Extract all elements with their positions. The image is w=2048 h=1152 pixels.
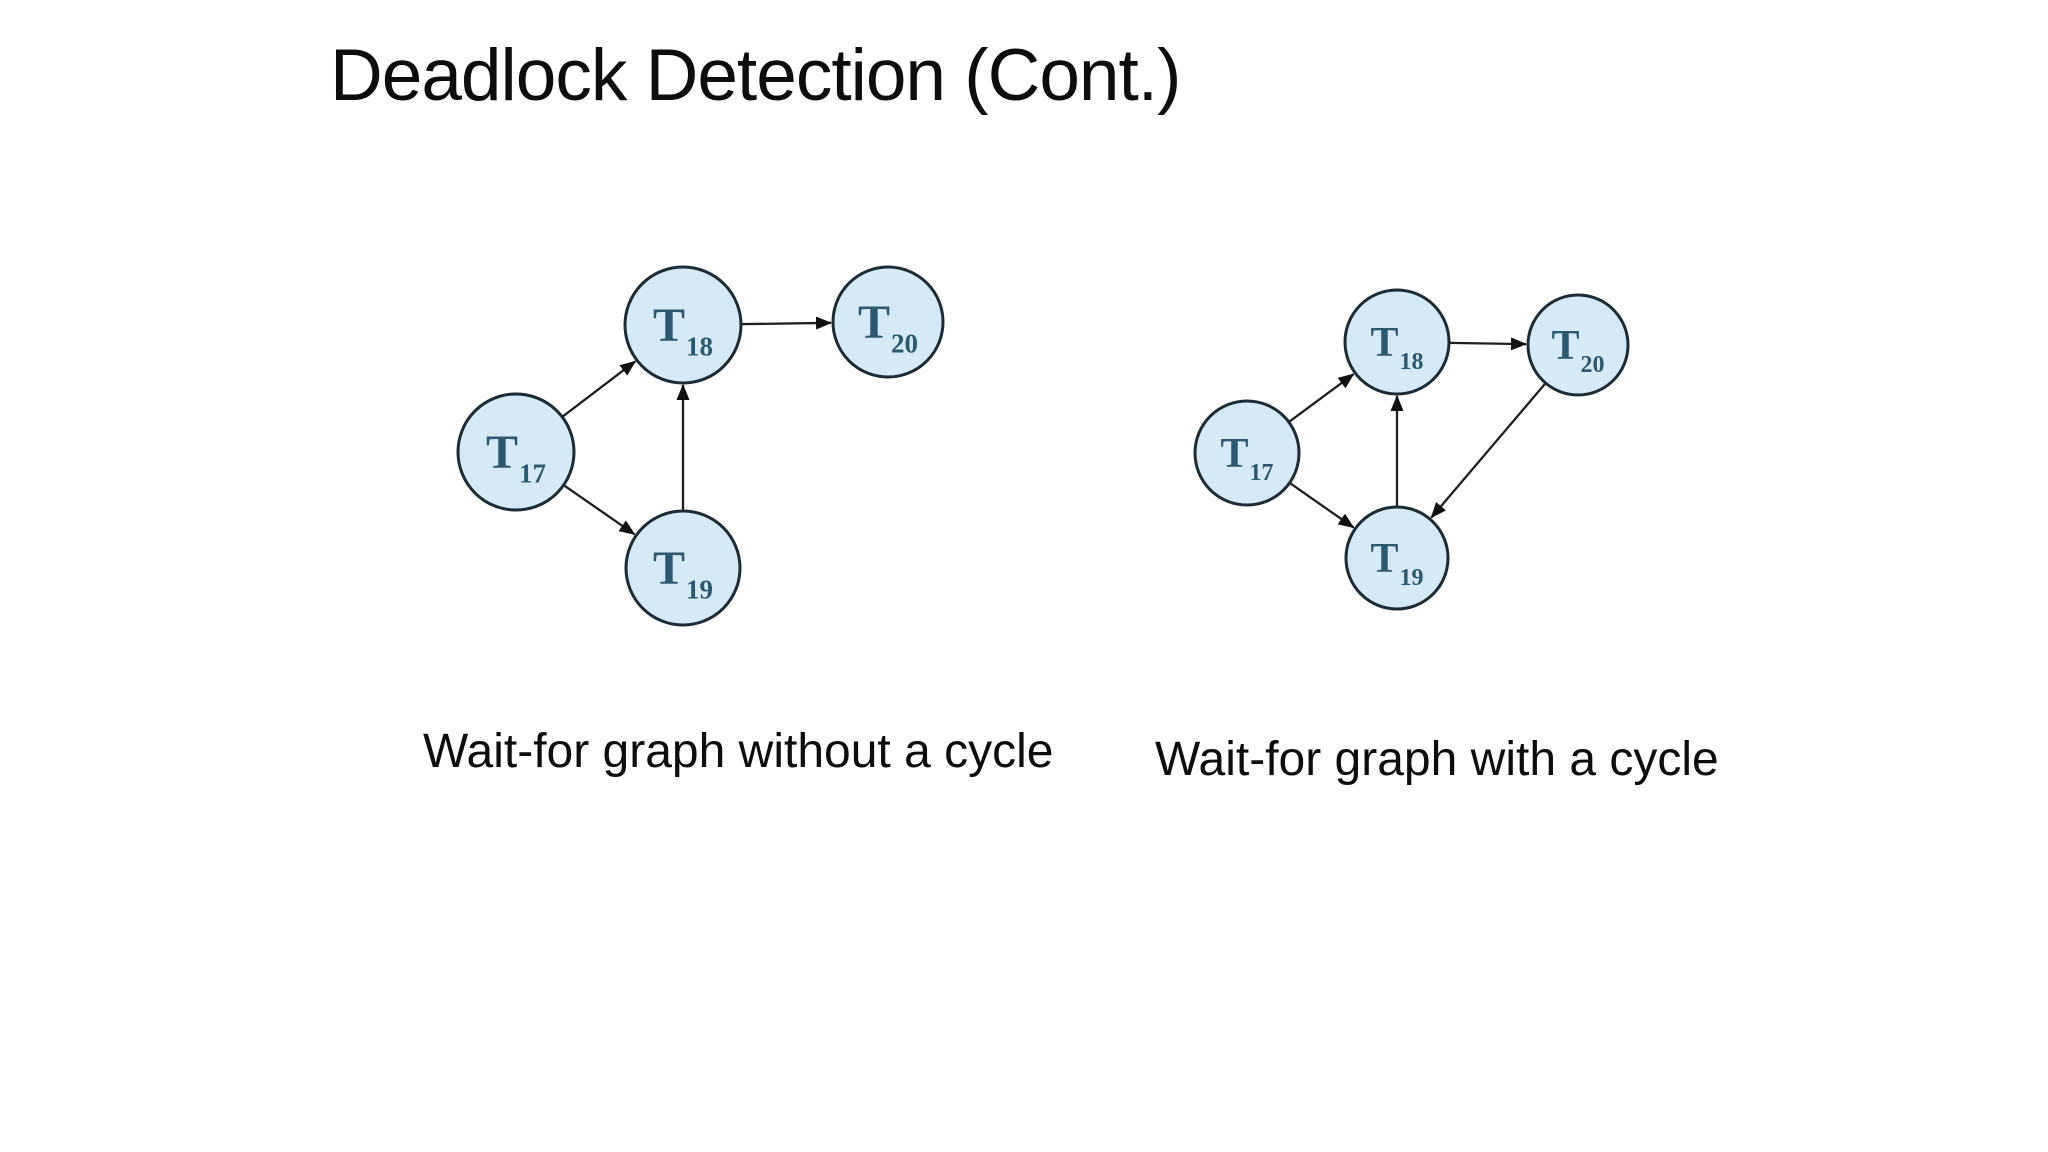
graph-edge-T17-to-T18 [562, 360, 637, 418]
graph-node-T19 [624, 509, 742, 627]
graph-node-T18 [1343, 288, 1451, 396]
graph-node-T20 [831, 265, 945, 379]
graph-edge-T18-to-T20 [1449, 337, 1528, 351]
graph-node-T18 [623, 265, 743, 385]
graph-node-T17 [456, 392, 576, 512]
graph-edge-T17-to-T19 [563, 484, 636, 536]
graph-edge-T17-to-T18 [1288, 373, 1355, 423]
graph-edge-T18-to-T20 [741, 316, 833, 330]
graph-node-T20 [1526, 293, 1630, 397]
right-graph-caption: Wait-for graph with a cycle [1155, 733, 1719, 786]
slide-title: Deadlock Detection (Cont.) [330, 35, 1181, 116]
graph-edge-T20-to-T19 [1430, 383, 1546, 519]
graph-node-T17 [1193, 399, 1301, 507]
left-graph-caption: Wait-for graph without a cycle [423, 725, 1054, 778]
graph-edge-T17-to-T19 [1289, 482, 1355, 529]
graph-node-T19 [1344, 505, 1450, 611]
